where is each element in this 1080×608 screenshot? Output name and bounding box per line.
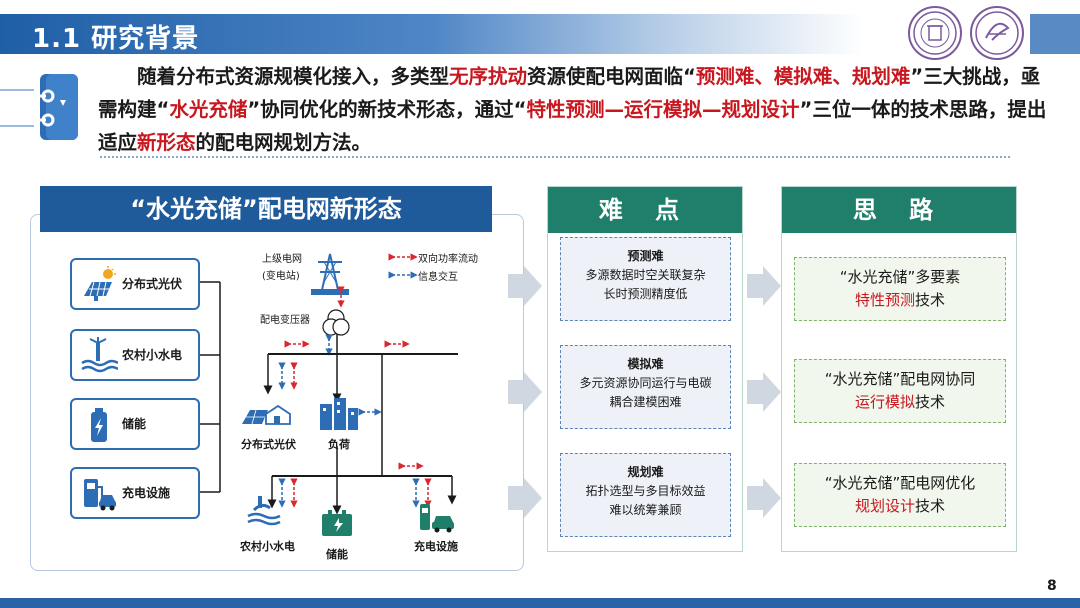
intro-highlight: 无序扰动 [449, 65, 528, 88]
intro-segment: 资源使配电网面临“ [527, 65, 696, 88]
transformer-label: 配电变压器 [260, 315, 310, 326]
difficulty-title: 模拟难 [627, 357, 664, 371]
legend-info-label: 信息交互 [418, 272, 458, 283]
node-label-pv: 分布式光伏 [241, 438, 296, 451]
chevron-right-icon [747, 372, 781, 412]
ideas-title: 思 路 [782, 187, 1016, 233]
idea-suffix: 技术 [915, 291, 946, 309]
difficulty-title: 规划难 [627, 465, 664, 479]
new-form-panel-title: “水光充储”配电网新形态 [40, 186, 492, 232]
bottom-bar [0, 598, 1080, 608]
difficulty-line: 多元资源协同运行与电碳 [579, 376, 712, 390]
university-logo-1 [908, 6, 962, 60]
intro-decoration-icon [0, 70, 86, 148]
node-label-charging: 充电设施 [414, 540, 458, 553]
idea-line: “水光充储”配电网协同 [824, 370, 976, 388]
intro-highlight: 新形态 [137, 131, 196, 154]
difficulty-title: 预测难 [627, 249, 664, 263]
intro-segment: ”三位一体的技术思路，提出适应 [98, 98, 1047, 154]
difficulty-item-forecast: 预测难 多源数据时空关联复杂 长时预测精度低 [560, 237, 731, 321]
difficulties-title: 难 点 [548, 187, 742, 233]
ideas-column: 思 路 “水光充储”多要素 特性预测技术 “水光充储”配电网协同 运行模拟技术 … [781, 186, 1017, 552]
difficulties-column: 难 点 预测难 多源数据时空关联复杂 长时预测精度低 模拟难 多元资源协同运行与… [547, 186, 743, 552]
grid-label-2: (变电站) [262, 271, 300, 282]
idea-suffix: 技术 [915, 497, 946, 515]
source-label-storage: 储能 [122, 417, 147, 431]
difficulty-line: 多源数据时空关联复杂 [585, 268, 706, 282]
difficulty-item-simulation: 模拟难 多元资源协同运行与电碳 耦合建模困难 [560, 345, 731, 429]
idea-item-simulation: “水光充储”配电网协同 运行模拟技术 [794, 359, 1006, 423]
intro-highlight: 预测难、模拟难、规划难 [695, 65, 911, 88]
idea-item-planning: “水光充储”配电网优化 规划设计技术 [794, 463, 1006, 527]
chevron-right-icon [747, 478, 781, 518]
title-bar: 1.1 研究背景 [0, 14, 1080, 54]
grid-label-1: 上级电网 [262, 254, 302, 265]
difficulty-line: 长时预测精度低 [603, 287, 688, 301]
title-bar-end [1030, 14, 1080, 54]
intro-segment: ”协同优化的新技术形态，通过“ [247, 98, 527, 121]
charging-icon [84, 479, 116, 511]
idea-line: “水光充储”配电网优化 [824, 474, 976, 492]
idea-highlight: 运行模拟 [854, 393, 915, 411]
page-title: 1.1 研究背景 [32, 24, 200, 54]
node-label-hydro: 农村小水电 [240, 540, 295, 553]
intro-segment: 随着分布式资源规模化接入，多类型 [137, 65, 450, 88]
difficulty-item-planning: 规划难 拓扑选型与多目标效益 难以统筹兼顾 [560, 453, 731, 537]
node-label-storage: 储能 [326, 548, 348, 561]
source-label-pv: 分布式光伏 [122, 277, 183, 291]
difficulty-line: 难以统筹兼顾 [609, 503, 682, 517]
idea-suffix: 技术 [915, 393, 946, 411]
difficulty-line: 耦合建模困难 [609, 395, 682, 409]
chevron-right-icon [508, 266, 542, 306]
source-box-charging: 充电设施 [70, 467, 200, 519]
node-label-load: 负荷 [328, 438, 350, 451]
solar-panel-icon [84, 266, 116, 301]
intro-segment: ”三大挑战，亟需构建“ [98, 65, 1041, 121]
intro-segment: 的配电网规划方法。 [195, 131, 372, 154]
source-label-hydro: 农村小水电 [122, 348, 183, 362]
chevron-right-icon [508, 478, 542, 518]
intro-paragraph: 随着分布式资源规模化接入，多类型无序扰动资源使配电网面临“预测难、模拟难、规划难… [98, 60, 1048, 159]
page-number: 8 [1047, 578, 1057, 594]
intro-divider [100, 156, 1010, 158]
idea-highlight: 特性预测 [854, 291, 915, 309]
source-box-pv: 分布式光伏 [70, 258, 200, 310]
idea-highlight: 规划设计 [854, 497, 915, 515]
hydro-icon [81, 337, 118, 373]
chevron-right-icon [508, 372, 542, 412]
idea-line: “水光充储”多要素 [839, 268, 961, 286]
intro-highlight: 特性预测—运行模拟—规划设计 [526, 98, 800, 121]
legend-power-label: 双向功率流动 [418, 254, 478, 265]
source-box-storage: 储能 [70, 398, 200, 450]
intro-highlight: 水光充储 [169, 98, 248, 121]
chevron-right-icon [747, 266, 781, 306]
difficulty-line: 拓扑选型与多目标效益 [585, 484, 706, 498]
source-box-hydro: 农村小水电 [70, 329, 200, 381]
idea-item-forecast: “水光充储”多要素 特性预测技术 [794, 257, 1006, 321]
university-logo-2 [970, 6, 1024, 60]
battery-icon [91, 408, 107, 442]
source-label-charging: 充电设施 [122, 486, 171, 500]
